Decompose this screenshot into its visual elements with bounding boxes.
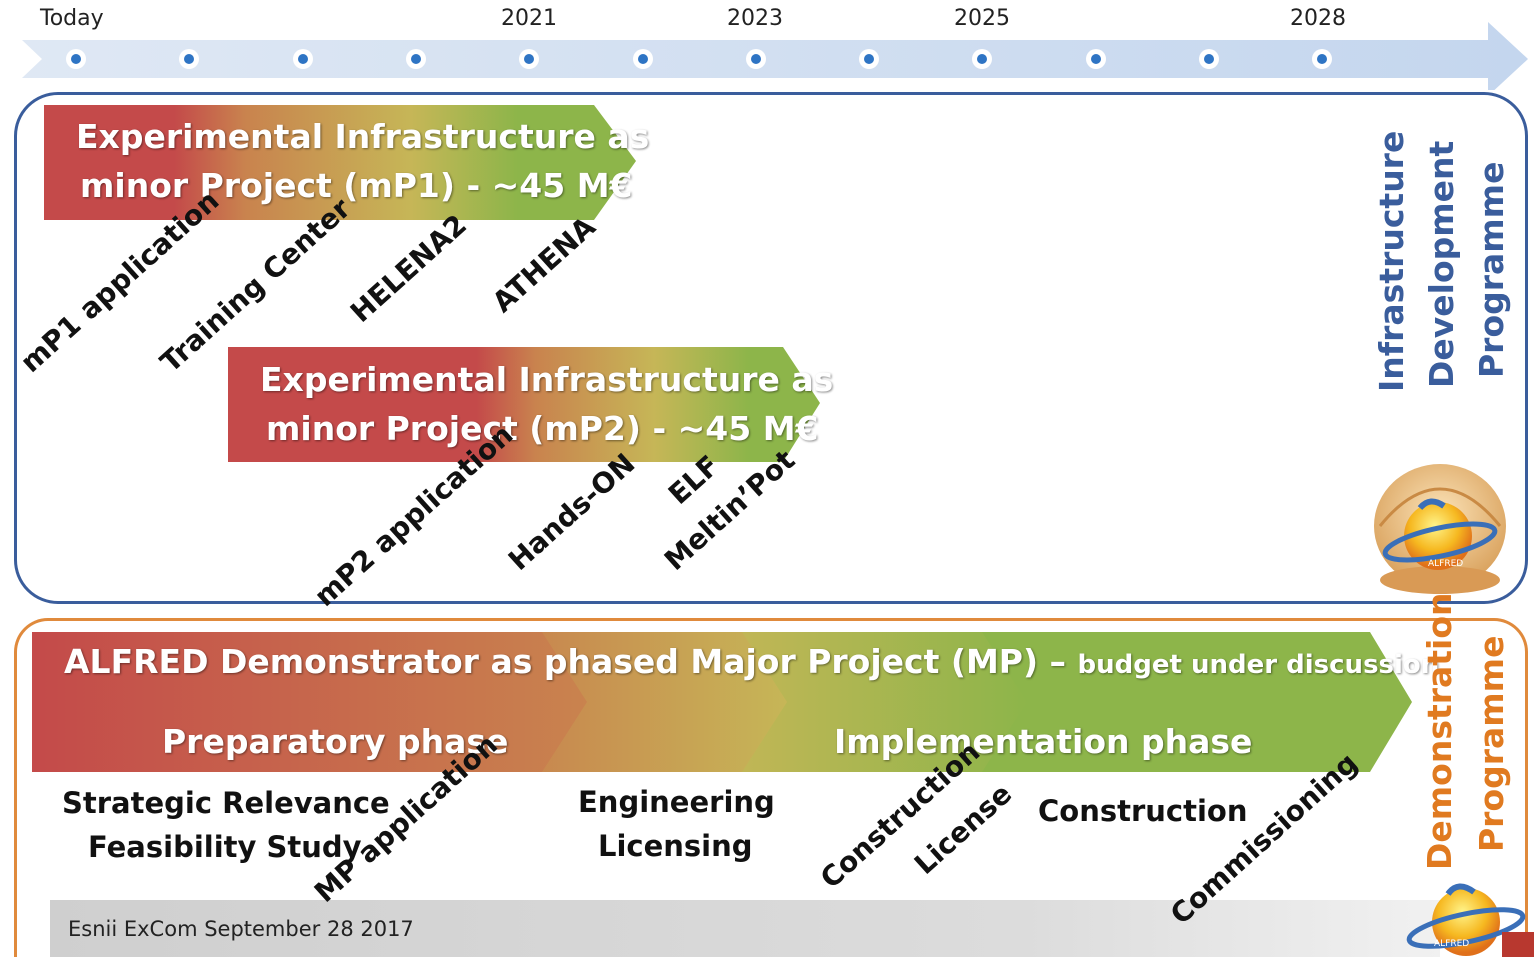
timeline-year-2028: 2028 bbox=[1290, 6, 1346, 31]
demonstration-label-line1: Demonstration bbox=[1420, 592, 1459, 870]
timeline-dot bbox=[859, 49, 880, 69]
mp1-title-line2: minor Project (mP1) - ~45 M€ bbox=[80, 166, 633, 205]
alfred-shell-logo-icon: ALFRED bbox=[1374, 464, 1506, 594]
timeline-year-2021: 2021 bbox=[501, 6, 557, 31]
mp2-title-line1: Experimental Infrastructure as bbox=[260, 360, 834, 399]
alfred-logo-bottom-icon: ALFRED bbox=[1406, 883, 1534, 957]
timeline-year-2025: 2025 bbox=[954, 6, 1010, 31]
mp1-title-line1: Experimental Infrastructure as bbox=[76, 117, 650, 156]
demonstration-label-line2: Programme bbox=[1472, 635, 1511, 852]
timeline-arrow bbox=[22, 22, 1528, 90]
alfred-title-main: ALFRED Demonstrator as phased Major Proj… bbox=[64, 642, 1067, 681]
timeline-dot bbox=[66, 49, 86, 69]
timeline-dot bbox=[292, 49, 313, 69]
timeline-dot bbox=[1199, 49, 1219, 69]
block-engineering: Engineering bbox=[578, 785, 775, 819]
timeline-dot bbox=[405, 49, 426, 69]
alfred-banner bbox=[32, 632, 1412, 772]
mp2-title-line2: minor Project (mP2) - ~45 M€ bbox=[266, 409, 819, 448]
phase-preparatory: Preparatory phase bbox=[162, 722, 509, 761]
block-construction: Construction bbox=[1038, 794, 1248, 828]
timeline-dot bbox=[745, 49, 766, 69]
timeline-dot bbox=[179, 49, 200, 69]
timeline-year-today: Today bbox=[40, 6, 104, 31]
footer-bar bbox=[50, 900, 1440, 957]
alfred-title-sub: budget under discussion bbox=[1077, 650, 1440, 680]
timeline-dot bbox=[1312, 49, 1333, 69]
alfred-title: ALFRED Demonstrator as phased Major Proj… bbox=[64, 642, 1439, 681]
block-strategic-relevance: Strategic Relevance bbox=[62, 786, 390, 820]
block-feasibility-study: Feasibility Study bbox=[88, 830, 362, 864]
infrastructure-label-line1: Infrastructure bbox=[1372, 130, 1411, 392]
timeline-dot bbox=[632, 49, 653, 69]
alfred-logo-text-top: ALFRED bbox=[1428, 559, 1463, 569]
phase-implementation: Implementation phase bbox=[834, 722, 1253, 761]
footer-text: Esnii ExCom September 28 2017 bbox=[68, 917, 414, 941]
timeline-year-2023: 2023 bbox=[727, 6, 783, 31]
mp2-banner bbox=[228, 347, 820, 462]
mp1-banner bbox=[44, 105, 636, 220]
timeline-dot bbox=[1085, 49, 1106, 69]
infrastructure-label-line3: Programme bbox=[1472, 161, 1511, 378]
infrastructure-label-line2: Development bbox=[1422, 140, 1461, 388]
timeline-dot bbox=[519, 49, 540, 69]
block-licensing: Licensing bbox=[598, 829, 753, 863]
timeline-dot bbox=[972, 49, 993, 69]
alfred-logo-text-bottom: ALFRED bbox=[1434, 939, 1469, 949]
